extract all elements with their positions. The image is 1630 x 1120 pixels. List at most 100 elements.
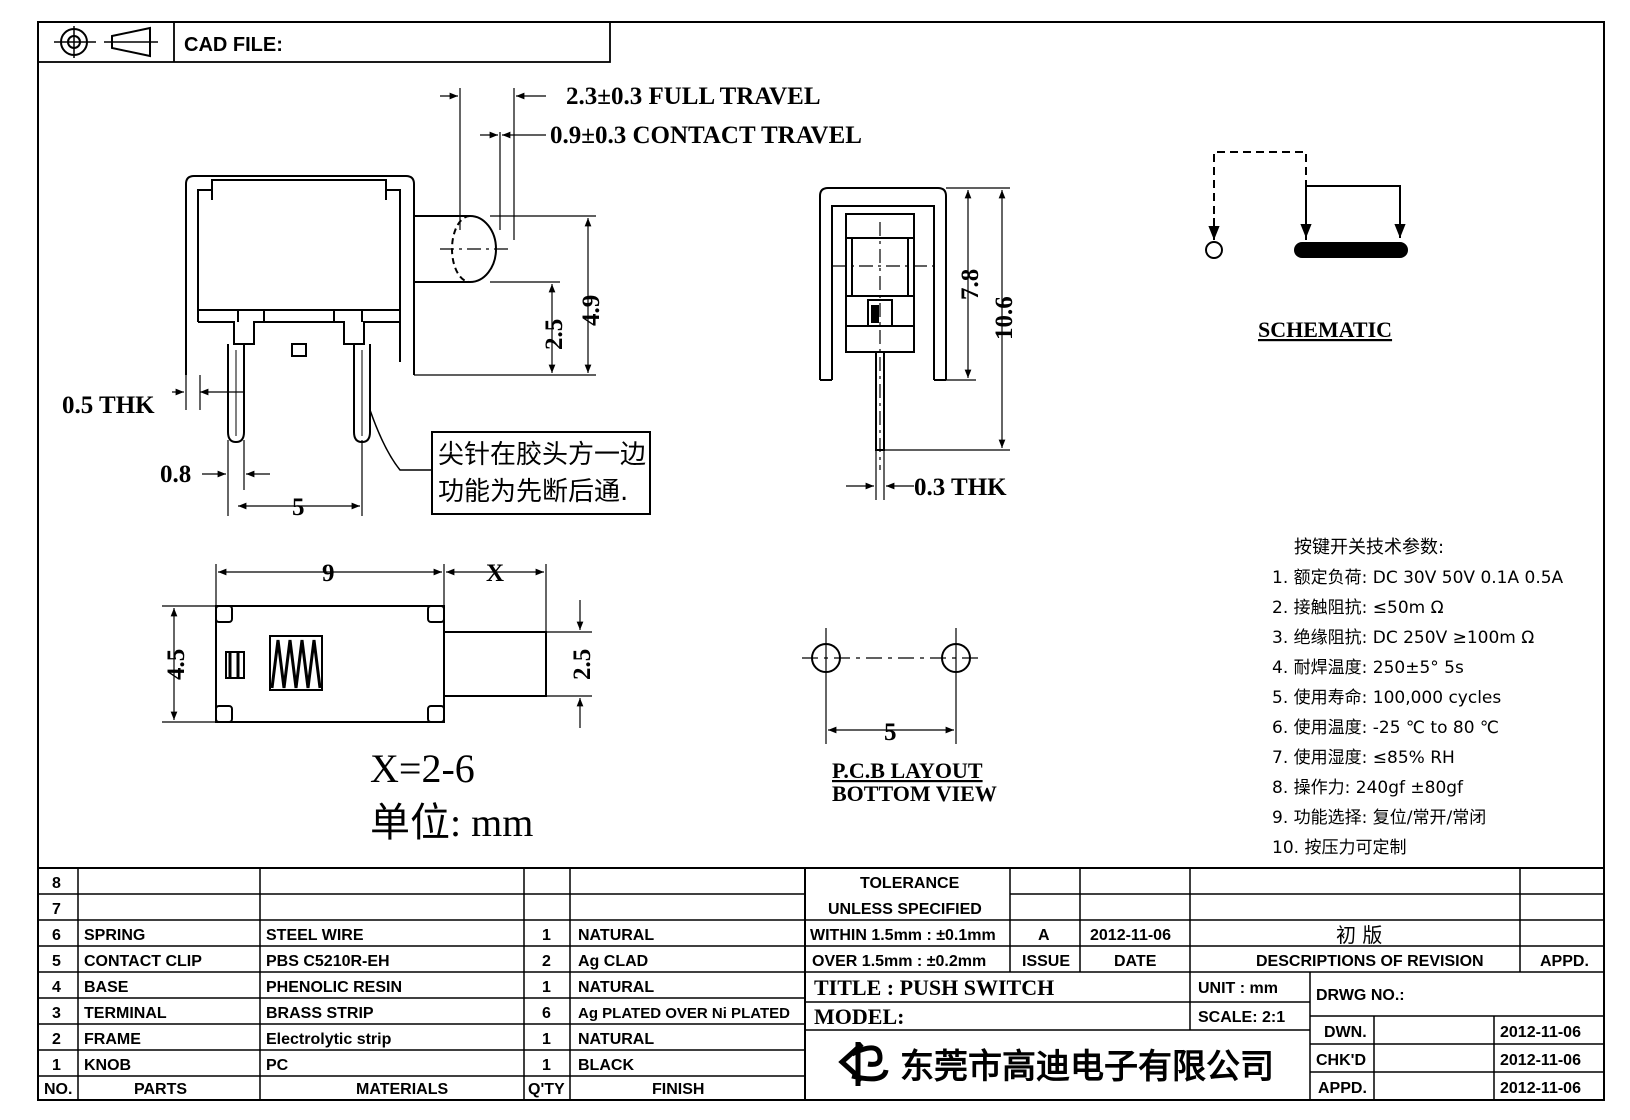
bom-part: FRAME	[84, 1031, 141, 1048]
spec-item: 8. 操作力: 240gf ±80gf	[1272, 778, 1464, 798]
front-view-dimensions	[846, 187, 1010, 500]
unit-label: UNIT : mm	[1198, 980, 1278, 997]
bom-part: SPRING	[84, 927, 145, 944]
bom-header-materials: MATERIALS	[356, 1081, 448, 1098]
dwn-label: DWN.	[1324, 1024, 1367, 1041]
bom-no: 1	[52, 1057, 61, 1074]
dim-25-side: 2.5	[541, 319, 568, 350]
bom-material: STEEL WIRE	[266, 927, 364, 944]
bom-header-finish: FINISH	[652, 1081, 704, 1098]
spec-item: 4. 耐焊温度: 250±5° 5s	[1272, 658, 1464, 678]
tolerance-line-2: UNLESS SPECIFIED	[828, 901, 982, 918]
dim-25-top: 2.5	[569, 649, 596, 680]
company-name: 东莞市高迪电子有限公司	[900, 1047, 1274, 1087]
note-line-2: 功能为先断后通.	[438, 477, 628, 507]
projection-symbol-icon	[54, 26, 158, 58]
bom-no: 5	[52, 953, 61, 970]
spec-item: 3. 绝缘阻抗: DC 250V ≥100m Ω	[1272, 628, 1534, 648]
spec-item: 9. 功能选择: 复位/常开/常闭	[1272, 808, 1486, 828]
drwg-no-label: DRWG NO.:	[1316, 987, 1405, 1004]
bom-material: BRASS STRIP	[266, 1005, 374, 1022]
dwn-date: 2012-11-06	[1500, 1024, 1581, 1041]
bom-finish: NATURAL	[578, 927, 654, 944]
bom-no: 8	[52, 875, 61, 892]
bom-part: KNOB	[84, 1057, 131, 1074]
bom-finish: Ag PLATED OVER Ni PLATED	[578, 1005, 790, 1022]
appd-label: APPD.	[1318, 1080, 1367, 1097]
pcb-layout	[802, 628, 980, 744]
dim-thk-05: 0.5 THK	[62, 392, 155, 419]
chkd-label: CHK'D	[1316, 1052, 1366, 1069]
revision-date: 2012-11-06	[1090, 927, 1171, 944]
dim-106: 10.6	[991, 296, 1018, 340]
revision-issue: A	[1038, 927, 1050, 944]
scale-label: SCALE: 2:1	[1198, 1009, 1285, 1026]
bom-no: 6	[52, 927, 61, 944]
pcb-layout-line-2: BOTTOM VIEW	[832, 781, 997, 806]
bom-finish: Ag CLAD	[578, 953, 648, 970]
bom-qty: 1	[542, 927, 551, 944]
tolerance-block: TOLERANCE UNLESS SPECIFIED WITHIN 1.5mm …	[810, 875, 996, 970]
appd-date: 2012-11-06	[1500, 1080, 1581, 1097]
unit-note: 单位: mm	[370, 800, 533, 845]
bom-no: 3	[52, 1005, 61, 1022]
bom-table: 8 7 6 SPRING STEEL WIRE 1 NATURAL 5 CONT…	[44, 875, 790, 1098]
revision-date-label: DATE	[1114, 953, 1157, 970]
revision-block: A 2012-11-06 初 版 ISSUE DATE DESCRIPTIONS…	[1022, 923, 1589, 970]
bom-no: 4	[52, 979, 61, 996]
revision-appd-label: APPD.	[1540, 953, 1589, 970]
bom-qty: 1	[542, 1031, 551, 1048]
schematic-symbol	[1205, 151, 1408, 259]
pcb-dim-5: 5	[884, 719, 897, 746]
bom-finish: BLACK	[578, 1057, 634, 1074]
tolerance-line-4: OVER 1.5mm : ±0.2mm	[812, 953, 986, 970]
revision-description-label: DESCRIPTIONS OF REVISION	[1256, 953, 1484, 970]
top-view-dimensions	[162, 564, 592, 728]
pcb-layout-line-1: P.C.B LAYOUT	[832, 758, 983, 783]
bom-finish: NATURAL	[578, 1031, 654, 1048]
bom-header-qty: Q'TY	[528, 1081, 565, 1098]
dim-9: 9	[322, 560, 335, 587]
bom-header-no: NO.	[44, 1081, 72, 1098]
spec-item: 5. 使用寿命: 100,000 cycles	[1272, 687, 1501, 708]
bom-material: PHENOLIC RESIN	[266, 979, 402, 996]
bom-material: Electrolytic strip	[266, 1031, 392, 1048]
chkd-date: 2012-11-06	[1500, 1052, 1581, 1069]
bom-no: 2	[52, 1031, 61, 1048]
spec-item: 10. 按压力可定制	[1272, 838, 1406, 858]
bom-part: CONTACT CLIP	[84, 953, 202, 970]
dim-08: 0.8	[160, 461, 191, 488]
dim-45: 4.5	[163, 649, 190, 680]
front-view	[819, 187, 947, 470]
bom-qty: 1	[542, 1057, 551, 1074]
side-view-dimensions	[172, 88, 596, 516]
spec-item: 7. 使用湿度: ≤85% RH	[1272, 747, 1455, 768]
spec-list: 按键开关技术参数: 1. 额定负荷: DC 30V 50V 0.1A 0.5A …	[1272, 537, 1564, 858]
title-block: TITLE : PUSH SWITCH UNIT : mm MODEL: SCA…	[814, 975, 1581, 1097]
bom-qty: 6	[542, 1005, 551, 1022]
revision-issue-label: ISSUE	[1022, 953, 1070, 970]
x-range-note: X=2-6	[370, 746, 475, 791]
top-view	[215, 605, 547, 723]
dim-thk-03: 0.3 THK	[914, 474, 1007, 501]
bom-header-parts: PARTS	[134, 1081, 187, 1098]
bom-material: PBS C5210R-EH	[266, 953, 390, 970]
bom-part: BASE	[84, 979, 129, 996]
title-block-grid	[38, 867, 1604, 1100]
spec-item: 1. 额定负荷: DC 30V 50V 0.1A 0.5A	[1272, 568, 1564, 588]
side-view	[185, 175, 510, 444]
spec-item: 2. 接触阻抗: ≤50m Ω	[1272, 598, 1444, 618]
sheet-border	[37, 21, 1605, 1101]
bom-qty: 1	[542, 979, 551, 996]
tolerance-line-1: TOLERANCE	[860, 875, 960, 892]
dim-49: 4.9	[578, 295, 605, 326]
model-label: MODEL:	[814, 1004, 904, 1029]
revision-description: 初 版	[1336, 923, 1382, 947]
cad-file-label: CAD FILE:	[184, 34, 283, 56]
tolerance-line-3: WITHIN 1.5mm : ±0.1mm	[810, 927, 996, 944]
bom-qty: 2	[542, 953, 551, 970]
dim-x: X	[486, 560, 504, 587]
company-logo-icon	[838, 1042, 889, 1086]
header-box: CAD FILE:	[37, 21, 611, 63]
